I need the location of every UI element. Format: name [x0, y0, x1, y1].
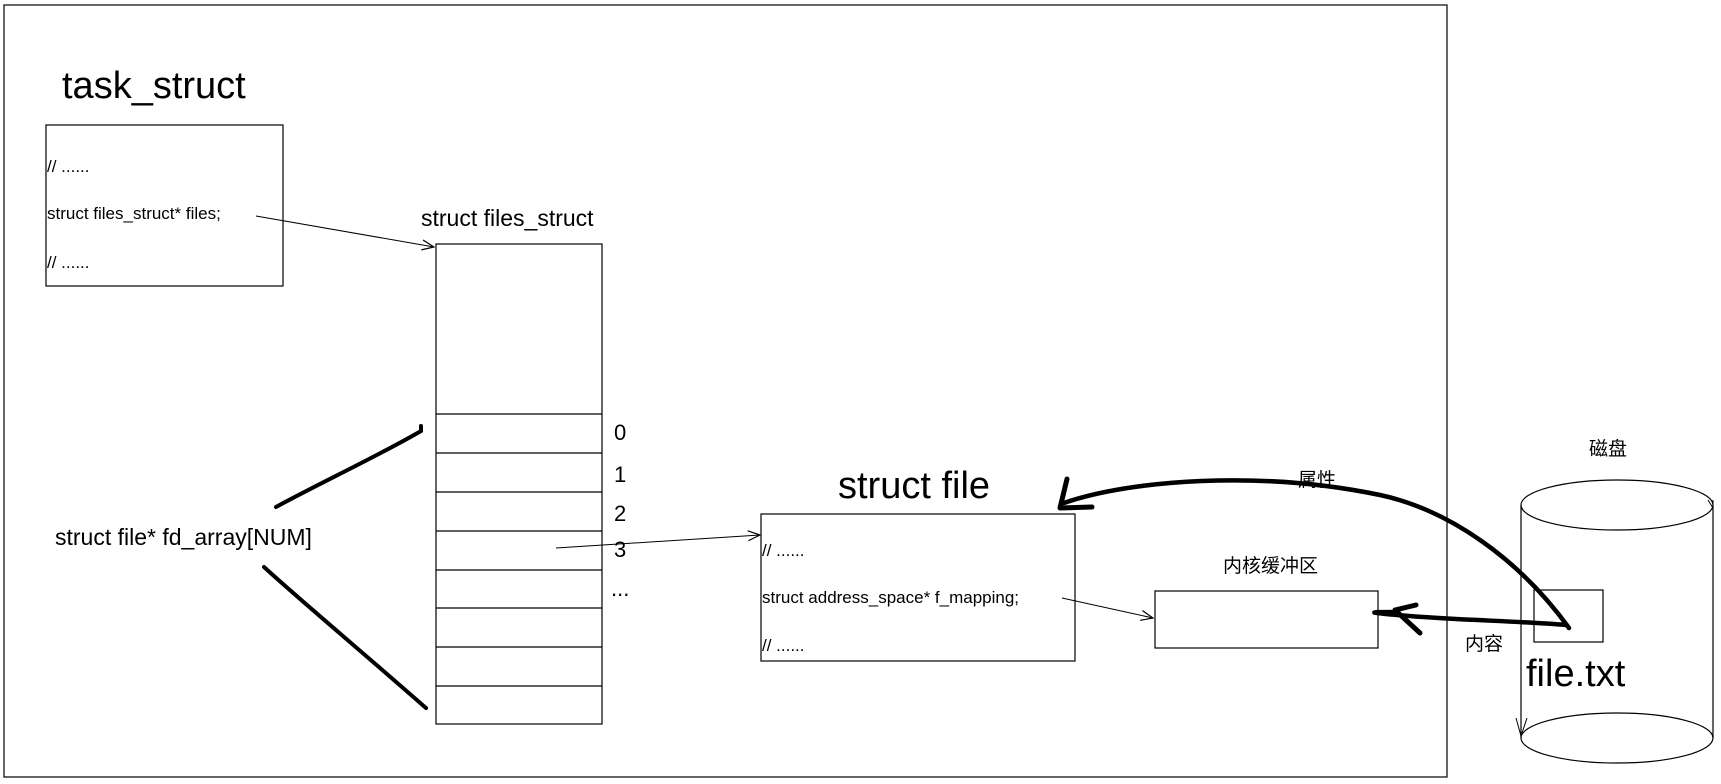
- content-arrow: 内容: [1372, 602, 1569, 655]
- disk-top: [1520, 479, 1714, 531]
- kernel-buffer-box: [1154, 590, 1379, 649]
- files-struct-title: struct files_struct: [421, 205, 594, 231]
- task-struct-title: task_struct: [62, 65, 246, 107]
- fd-index-ellipsis: ...: [611, 576, 629, 601]
- attributes-arrow: 属性: [1057, 469, 1572, 631]
- task-struct-files-line: struct files_struct* files;: [47, 204, 221, 223]
- fd-array-brace-upper: [274, 424, 423, 509]
- attributes-label: 属性: [1298, 469, 1336, 491]
- content-arrow-line: [1372, 609, 1569, 628]
- fd-array-label: struct file* fd_array[NUM]: [55, 524, 312, 550]
- f-mapping-arrow: [1061, 597, 1153, 618]
- fd3-to-file-arrow: [555, 535, 760, 549]
- disk-group: 磁盘 file.txt: [1515, 438, 1714, 764]
- files-struct-box: [435, 243, 603, 725]
- kernel-frame: [3, 4, 1448, 778]
- files-struct-group: struct files_struct 0 1 2 3 ...: [421, 205, 629, 725]
- struct-file-line-3: // ......: [762, 636, 805, 655]
- fd-index-0: 0: [614, 420, 626, 445]
- content-label: 内容: [1465, 633, 1503, 655]
- kernel-buffer-group: 内核缓冲区: [1154, 555, 1379, 649]
- struct-file-line-1: // ......: [762, 541, 805, 560]
- file-txt-box: [1533, 589, 1604, 643]
- fd-index-1: 1: [614, 462, 626, 487]
- struct-file-title: struct file: [838, 465, 990, 507]
- task-struct-box: [45, 124, 284, 287]
- kernel-buffer-label: 内核缓冲区: [1223, 555, 1318, 577]
- file-txt-label: file.txt: [1526, 653, 1626, 695]
- task-struct-line-1: // ......: [47, 157, 90, 176]
- disk-label: 磁盘: [1589, 438, 1627, 460]
- content-arrow-head: [1392, 602, 1423, 636]
- files-pointer-arrow: [255, 215, 434, 247]
- struct-file-mapping-line: struct address_space* f_mapping;: [762, 588, 1019, 607]
- fd-index-2: 2: [614, 501, 626, 526]
- struct-file-box: [760, 513, 1076, 662]
- struct-file-group: struct file // ...... struct address_spa…: [760, 465, 1076, 662]
- fd-index-3: 3: [614, 537, 626, 562]
- task-struct-line-3: // ......: [47, 253, 90, 272]
- disk-side-tick: [1707, 499, 1714, 510]
- attributes-arrow-head: [1057, 476, 1095, 511]
- disk-bottom: [1520, 712, 1714, 764]
- disk-side-tick: [1515, 717, 1528, 738]
- fd-array-group: struct file* fd_array[NUM]: [55, 424, 428, 710]
- fd-array-slots: [436, 413, 602, 687]
- fd-array-brace-lower: [262, 565, 428, 710]
- attributes-arrow-curve: [1061, 478, 1572, 631]
- task-struct-group: task_struct // ...... struct files_struc…: [45, 65, 284, 287]
